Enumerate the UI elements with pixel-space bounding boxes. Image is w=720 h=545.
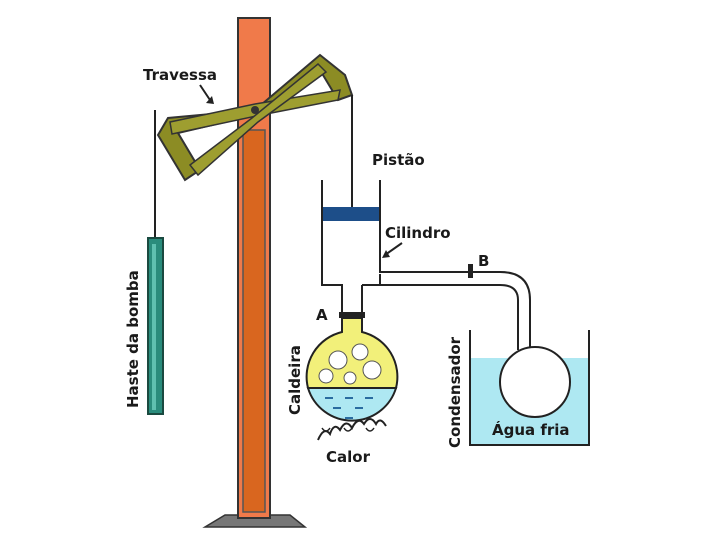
boiler-bubble	[362, 360, 382, 380]
arrow-travessa	[199, 84, 211, 101]
label-condensador: Condensador	[446, 336, 464, 448]
heat-flames-2	[321, 427, 375, 432]
boiler-bubble	[351, 343, 369, 361]
label-travessa: Travessa	[143, 66, 217, 84]
condenser-tank	[469, 330, 590, 446]
condenser-pipe	[380, 271, 531, 350]
ground	[202, 514, 308, 528]
arrow-travessa-head	[206, 96, 214, 104]
boiler-bubble	[328, 350, 348, 370]
valve-b	[468, 264, 473, 278]
label-calor: Calor	[326, 448, 371, 466]
beam	[156, 53, 354, 182]
valve-a	[339, 312, 365, 318]
label-valve-a: A	[316, 306, 328, 324]
label-haste: Haste da bomba	[124, 270, 142, 408]
pump-rod-highlight	[152, 244, 156, 410]
piston	[323, 207, 379, 221]
boiler-bubble	[318, 368, 334, 384]
beam-pivot	[251, 106, 259, 114]
condenser-bulb	[499, 346, 571, 418]
beam-x-2	[188, 62, 328, 177]
post-inner	[242, 129, 266, 513]
label-valve-b: B	[478, 252, 489, 270]
label-caldeira: Caldeira	[286, 345, 304, 415]
boiler-ripples	[325, 397, 373, 419]
boiler	[305, 317, 399, 422]
arrow-cilindro	[384, 242, 403, 256]
label-pistao: Pistão	[372, 151, 425, 169]
tank-walls	[469, 330, 590, 446]
label-agua-fria: Água fria	[492, 420, 570, 439]
arrow-cilindro-head	[382, 250, 390, 258]
cylinder-neck	[341, 295, 363, 312]
label-cilindro: Cilindro	[385, 224, 451, 242]
boiler-water	[306, 387, 398, 422]
boiler-bubble	[343, 371, 357, 385]
